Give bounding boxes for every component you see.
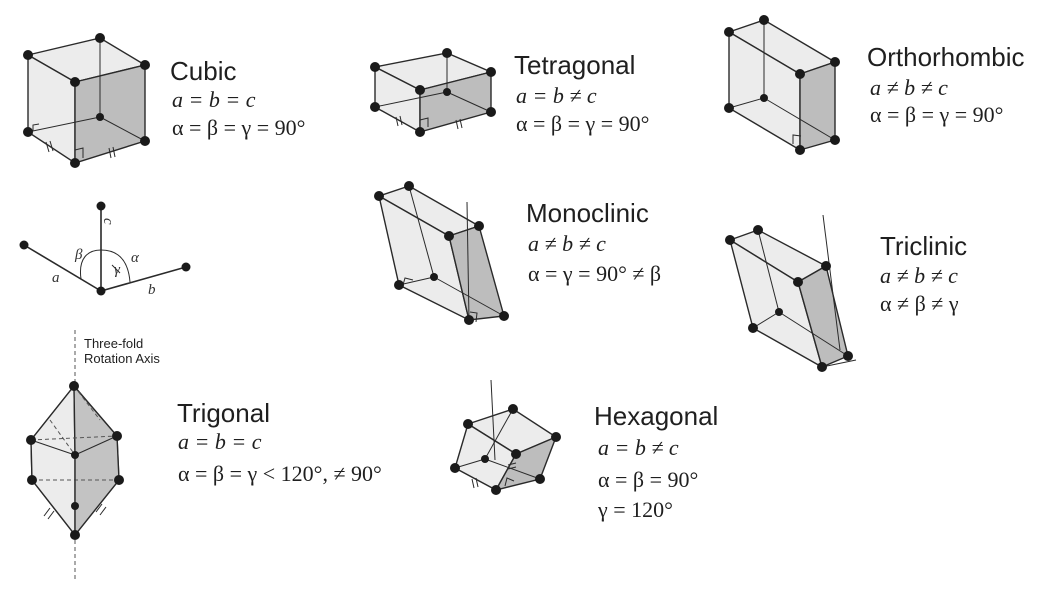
monoclinic-cell [374,181,509,325]
orthorhombic-atoms [724,15,840,155]
orthorhombic-angles: α = β = γ = 90° [870,102,1004,127]
orthorhombic-cell [724,15,840,155]
hexagonal-atoms [450,404,561,495]
hexagonal-angles-gamma: γ = 120° [598,497,673,522]
orthorhombic-title: Orthorhombic [867,42,1025,72]
monoclinic-angles: α = γ = 90° ≠ β [528,261,662,286]
cubic-atoms [23,33,150,168]
tetragonal-lattice-text: a = b ≠ c [516,83,597,108]
monoclinic-title: Monoclinic [526,198,649,228]
axis-b-label: b [148,282,156,298]
cubic-title: Cubic [170,56,237,86]
monoclinic-lattice: a ≠ b ≠ c [528,230,606,258]
trigonal-lattice-text: a = b = c [178,429,262,454]
hexagonal-angles: α = β = 90° [598,467,699,492]
triclinic-angles: α ≠ β ≠ γ [880,291,959,316]
trigonal-atoms [26,381,124,540]
axis-a-label: a [52,270,60,286]
tetragonal-atoms [370,48,496,137]
angle-gamma-label: γ [114,262,121,278]
trigonal-title: Trigonal [177,398,270,428]
orthorhombic-lattice: a ≠ b ≠ c [870,74,948,102]
hexagonal-lattice: a = b ≠ c [598,434,679,462]
rotation-axis-label-line2: Rotation Axis [84,351,160,366]
triclinic-lattice-text: a ≠ b ≠ c [880,263,958,288]
triclinic-lattice: a ≠ b ≠ c [880,262,958,290]
rotation-axis-label-line1: Three-fold [84,336,144,351]
triclinic-title: Triclinic [880,231,968,261]
cubic-cell [23,33,150,168]
tetragonal-title: Tetragonal [514,50,636,80]
hexagonal-cell [450,379,561,495]
hexagonal-lattice-text: a = b ≠ c [598,435,679,460]
rotation-axis-label: Three-fold Rotation Axis [84,336,160,366]
monoclinic-atoms [374,181,509,325]
tetragonal-cell [370,48,496,137]
trigonal-cell [26,330,124,580]
angle-beta-label: β [74,247,83,263]
axis-c-label: c [100,218,116,225]
tetragonal-angles: α = β = γ = 90° [516,111,650,136]
triclinic-atoms [725,225,853,372]
cubic-lattice: a = b = c [172,86,255,114]
trigonal-angles: α = β = γ < 120°, ≠ 90° [178,461,382,486]
orthorhombic-lattice-text: a ≠ b ≠ c [870,75,948,100]
axes-diagram: c a b β α γ [19,201,191,298]
hexagonal-title: Hexagonal [594,401,719,431]
monoclinic-lattice-text: a ≠ b ≠ c [528,231,606,256]
angle-alpha-label: α [131,250,140,266]
triclinic-cell [725,214,857,372]
cubic-lattice-text: a = b = c [172,87,256,112]
cubic-angles: α = β = γ = 90° [172,115,306,140]
tetragonal-lattice: a = b ≠ c [516,82,597,110]
trigonal-lattice: a = b = c [178,428,261,456]
